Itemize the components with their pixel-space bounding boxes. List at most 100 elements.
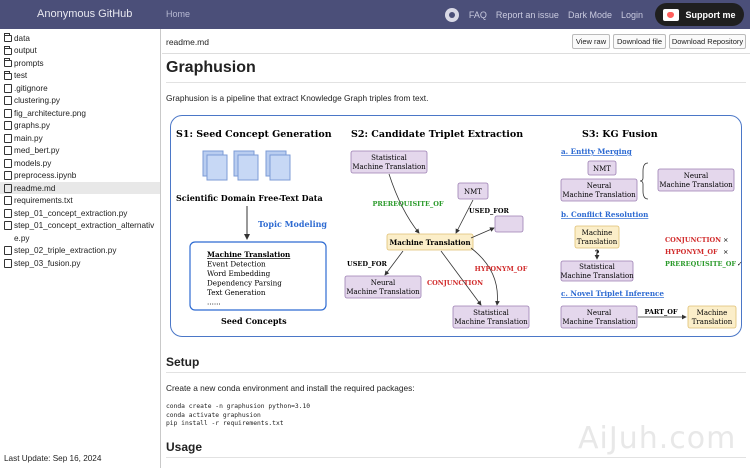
- edge-conjunction: [440, 250, 482, 306]
- support-me-button[interactable]: Support me: [655, 3, 744, 26]
- diagram-label: Machine Translation: [346, 288, 420, 296]
- github-icon[interactable]: [444, 7, 459, 22]
- file-tree-item[interactable]: clustering.py: [4, 95, 158, 107]
- conflict-mark: ×: [723, 236, 728, 244]
- intro-paragraph: Graphusion is a pipeline that extract Kn…: [166, 93, 429, 103]
- file-toolbar: readme.md View raw Download file Downloa…: [162, 29, 750, 54]
- diagram-label: Neural: [587, 182, 612, 190]
- setup-paragraph: Create a new conda environment and insta…: [166, 383, 415, 393]
- file-tree-item[interactable]: .gitignore: [4, 82, 158, 94]
- file-tree-label: step_03_fusion.py: [14, 258, 81, 268]
- diagram-label: c. Novel Triplet Inference: [561, 289, 664, 298]
- download-repository-button[interactable]: Download Repository: [669, 34, 746, 49]
- file-tree-item[interactable]: preprocess.ipynb: [4, 170, 158, 182]
- file-tree-label: preprocess.ipynb: [14, 171, 77, 180]
- diagram-label: NMT: [593, 165, 611, 173]
- seed-concept-item: Word Embedding: [207, 269, 271, 278]
- diagram-label: PREREQUISITE_OF: [372, 200, 443, 208]
- kofi-cup-icon: [663, 8, 680, 21]
- diagram-label: CONJUNCTION: [427, 279, 483, 287]
- file-tree-item[interactable]: step_01_concept_extraction_alternativ: [4, 220, 158, 232]
- nav-dark-mode-toggle[interactable]: Dark Mode: [567, 9, 612, 20]
- diagram-label: USED_FOR: [469, 207, 509, 215]
- node-empty: [494, 215, 524, 233]
- node-neural-mt-merged: [657, 168, 735, 192]
- file-tree-label: med_bert.py: [14, 146, 60, 155]
- file-tree-item[interactable]: e.py: [4, 232, 158, 244]
- node-neural-mt-novel: [560, 305, 638, 329]
- file-tree-item[interactable]: models.py: [4, 157, 158, 169]
- file-tree-label: main.py: [14, 133, 43, 143]
- title-divider: [166, 82, 746, 83]
- file-icon: [4, 221, 12, 230]
- diagram-label: Machine Translation: [560, 272, 634, 280]
- file-tree-item[interactable]: data: [4, 32, 158, 44]
- diagram-label: USED_FOR: [347, 260, 387, 268]
- nav-right-group: FAQ Report an issue Dark Mode Login Supp…: [444, 0, 744, 29]
- file-tree-item[interactable]: output: [4, 45, 158, 57]
- last-update-text: Last Update: Sep 16, 2024: [4, 454, 102, 463]
- diagram-label: Machine Translation: [454, 318, 528, 326]
- file-tree-item[interactable]: step_03_fusion.py: [4, 257, 158, 269]
- file-tree-item[interactable]: readme.md: [0, 182, 160, 194]
- architecture-diagram: S1: Seed Concept Generation Scientific D…: [176, 129, 742, 329]
- diagram-label: Translation: [577, 238, 618, 246]
- file-tree-item[interactable]: test: [4, 70, 158, 82]
- file-tree-item[interactable]: step_01_concept_extraction.py: [4, 207, 158, 219]
- file-icon: [4, 158, 12, 168]
- diagram-label: Translation: [692, 318, 733, 326]
- file-tree-label: fig_architecture.png: [14, 108, 86, 118]
- nav-faq-link[interactable]: FAQ: [468, 9, 487, 20]
- diagram-label: Neural: [587, 309, 612, 317]
- brand-title[interactable]: Anonymous GitHub: [37, 8, 133, 20]
- file-icon: [4, 121, 12, 130]
- diagram-label: Neural: [684, 172, 709, 180]
- file-tree-item[interactable]: med_bert.py: [4, 145, 158, 157]
- file-icon: [4, 146, 12, 155]
- file-tree-label: test: [14, 71, 28, 80]
- download-file-button[interactable]: Download file: [613, 34, 666, 49]
- code-line: conda activate graphusion: [166, 411, 261, 419]
- folder-icon: [4, 70, 12, 80]
- file-tree-label: step_01_concept_extraction_alternativ: [14, 221, 155, 230]
- diagram-label: Machine Translation: [562, 318, 636, 326]
- file-tree-item[interactable]: graphs.py: [4, 120, 158, 132]
- file-icon: [4, 133, 12, 143]
- file-tree-label: step_01_concept_extraction.py: [14, 208, 128, 218]
- file-tree-item[interactable]: requirements.txt: [4, 195, 158, 207]
- nav-home-link[interactable]: Home: [166, 9, 191, 19]
- folder-icon: [4, 58, 12, 67]
- support-me-label: Support me: [685, 9, 736, 20]
- diagram-label: Machine Translation: [562, 191, 636, 199]
- nav-login-link[interactable]: Login: [620, 9, 643, 20]
- file-icon: [4, 108, 12, 118]
- file-tree-label: readme.md: [14, 183, 56, 193]
- file-tree-item[interactable]: prompts: [4, 57, 158, 69]
- nav-report-issue-link[interactable]: Report an issue: [495, 9, 559, 20]
- file-tree-item[interactable]: main.py: [4, 132, 158, 144]
- node-mt-novel: [687, 305, 737, 329]
- node-nmt-merge: [587, 160, 617, 176]
- diagram-label: NMT: [464, 188, 482, 196]
- page-title: Graphusion: [166, 59, 256, 76]
- top-navbar: Anonymous GitHub Home FAQ Report an issu…: [0, 0, 750, 29]
- setup-divider: [166, 372, 746, 373]
- diagram-label: Machine Translation: [389, 238, 470, 247]
- file-tree-item[interactable]: step_02_triple_extraction.py: [4, 245, 158, 257]
- diagram-label: Machine: [582, 229, 613, 237]
- file-tree-label: step_02_triple_extraction.py: [14, 246, 117, 255]
- s3-title: S3: KG Fusion: [582, 129, 658, 140]
- conflict-relation: HYPONYM_OF: [665, 248, 718, 256]
- file-icon: [4, 183, 12, 193]
- view-raw-button[interactable]: View raw: [572, 34, 610, 49]
- seed-concept-item: ......: [207, 298, 221, 307]
- file-icon: [4, 258, 12, 268]
- diagram-label: b. Conflict Resolution: [561, 210, 649, 219]
- code-line: pip install -r requirements.txt: [166, 420, 284, 428]
- node-statistical-mt-2: [452, 305, 530, 329]
- seed-concept-item: Dependency Parsing: [207, 279, 282, 288]
- file-tree-item[interactable]: fig_architecture.png: [4, 107, 158, 119]
- node-neural-mt: [344, 275, 422, 299]
